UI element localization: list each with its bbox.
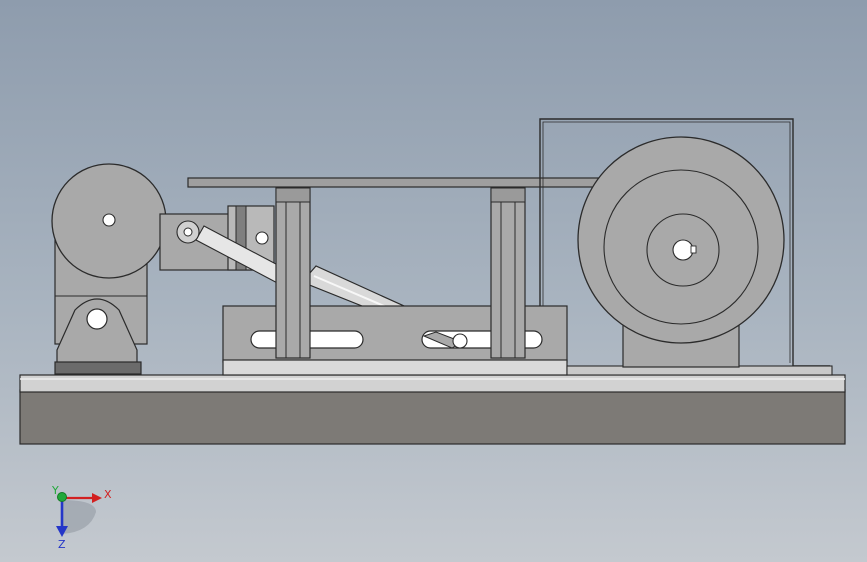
- base-top-rail: [19, 374, 846, 393]
- z-axis-arrow: [56, 526, 68, 537]
- link-arm-bolt: [255, 231, 269, 245]
- y-axis-label: Y: [51, 484, 59, 497]
- clevis-pin-hole: [86, 308, 108, 330]
- y-axis-dot: [57, 492, 67, 502]
- upright-right-cap: [490, 187, 526, 203]
- x-axis-arrow: [92, 493, 102, 503]
- x-axis-label: X: [104, 488, 112, 501]
- clevis-bracket: [56, 298, 138, 367]
- motor-assembly[interactable]: [566, 136, 833, 376]
- clevis-foot: [54, 361, 142, 375]
- motor-shaft: [672, 239, 694, 261]
- motor-frame-wire-inner: [542, 121, 791, 363]
- link-arm-slot: [235, 205, 247, 271]
- roller-axle: [102, 213, 116, 227]
- slide-pin: [452, 333, 468, 349]
- gas-spring-rod-end-hole: [183, 227, 193, 237]
- upright-right-post: [490, 187, 526, 359]
- slide-block-base: [222, 359, 568, 376]
- motor-shaft-key: [690, 245, 697, 254]
- z-axis-label: Z: [58, 538, 66, 551]
- upright-right[interactable]: [490, 187, 526, 359]
- upright-left[interactable]: [275, 187, 311, 359]
- triad-shadow: [62, 500, 96, 534]
- top-platform[interactable]: [187, 177, 610, 188]
- upright-left-cap: [275, 187, 311, 203]
- orientation-triad[interactable]: X Y Z: [51, 484, 112, 551]
- left-roller-assembly[interactable]: [51, 163, 167, 375]
- base-plate[interactable]: [19, 374, 846, 445]
- upright-left-post: [275, 187, 311, 359]
- base-block: [19, 389, 846, 445]
